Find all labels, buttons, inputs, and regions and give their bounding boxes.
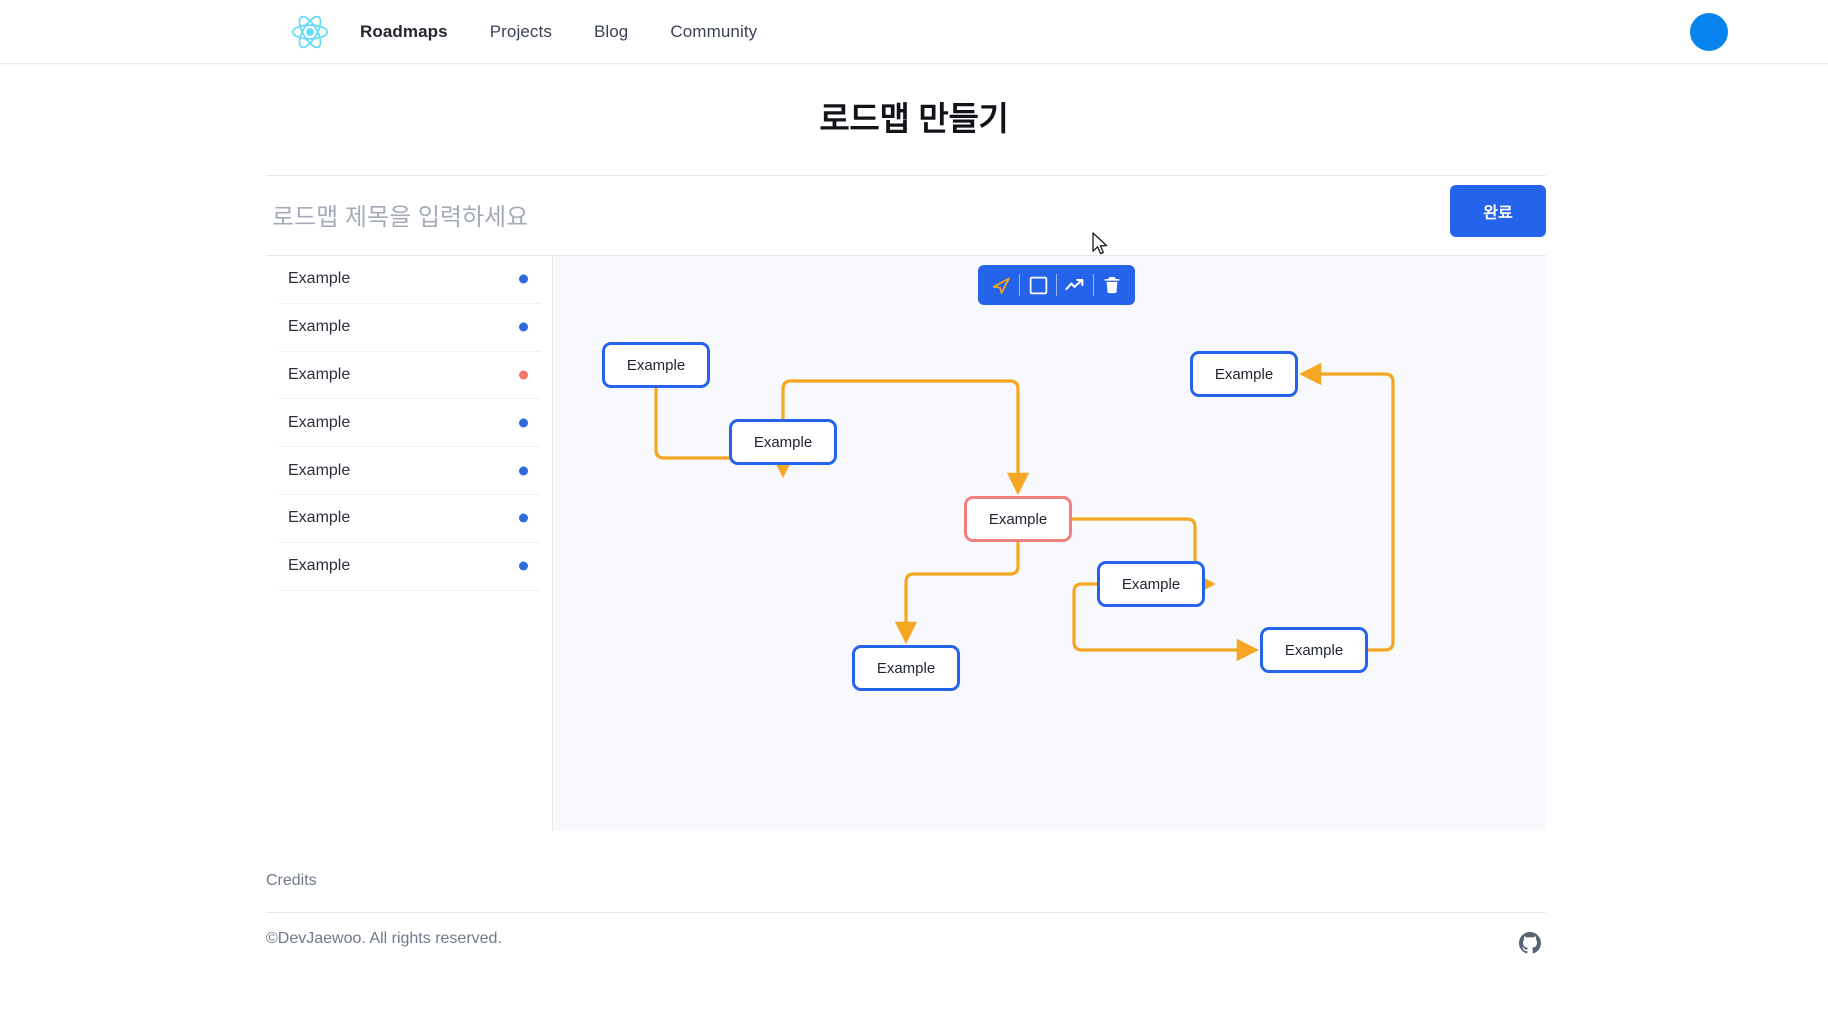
roadmap-node[interactable]: Example — [964, 496, 1072, 542]
list-item-label: Example — [288, 413, 351, 431]
list-item[interactable]: Example — [278, 495, 540, 543]
toolbar-separator — [1056, 274, 1057, 296]
list-item[interactable]: Example — [278, 256, 540, 304]
nav-item-roadmaps[interactable]: Roadmaps — [360, 22, 448, 41]
roadmap-node[interactable]: Example — [1260, 627, 1368, 673]
site-header: Roadmaps Projects Blog Community — [0, 0, 1828, 64]
roadmap-title-row: 완료 — [266, 185, 1546, 251]
done-button[interactable]: 완료 — [1450, 185, 1546, 237]
cursor-navigate-icon[interactable] — [986, 271, 1016, 299]
trash-icon[interactable] — [1097, 271, 1127, 299]
trend-line-icon[interactable] — [1060, 271, 1090, 299]
roadmap-title-input[interactable] — [272, 195, 1372, 241]
edge-n2-n3 — [781, 379, 1030, 496]
github-icon[interactable] — [1519, 932, 1541, 959]
roadmap-editor: Example Example Example Example Example … — [266, 255, 1546, 831]
status-dot — [519, 561, 528, 571]
credits-label[interactable]: Credits — [266, 872, 317, 889]
node-label: Example — [1121, 575, 1181, 593]
list-item-label: Example — [288, 557, 351, 575]
nav-item-projects[interactable]: Projects — [489, 22, 552, 41]
toolbar-separator — [1093, 274, 1094, 296]
list-item-label: Example — [288, 318, 351, 336]
list-item-label: Example — [288, 461, 351, 479]
node-label: Example — [1284, 641, 1344, 659]
toolbar-separator — [1019, 274, 1020, 296]
list-item-label: Example — [288, 365, 351, 383]
roadmap-node[interactable]: Example — [1097, 561, 1205, 607]
list-item[interactable]: Example — [278, 352, 540, 400]
edge-n3-n7 — [894, 542, 1020, 645]
node-label: Example — [626, 356, 686, 374]
list-item-label: Example — [288, 270, 351, 288]
edge-n4-n5 — [1072, 582, 1260, 662]
status-dot — [519, 322, 528, 332]
list-item[interactable]: Example — [278, 304, 540, 352]
nav-item-blog[interactable]: Blog — [593, 22, 629, 41]
status-dot — [519, 513, 528, 523]
main-nav: Roadmaps Projects Blog Community — [360, 0, 757, 64]
roadmap-node[interactable]: Example — [1190, 351, 1298, 397]
status-dot — [519, 274, 528, 284]
roadmap-node[interactable]: Example — [852, 645, 960, 691]
edge-n5-n6 — [1298, 362, 1395, 652]
canvas-toolbar — [978, 265, 1135, 305]
page-title: 로드맵 만들기 — [819, 100, 1009, 137]
node-label: Example — [876, 659, 936, 677]
status-dot — [519, 370, 528, 380]
node-label: Example — [753, 433, 813, 451]
list-item-label: Example — [288, 509, 351, 527]
node-list-sidebar: Example Example Example Example Example … — [266, 256, 553, 831]
roadmap-canvas[interactable]: Example Example Example Example Example … — [554, 256, 1546, 831]
list-item[interactable]: Example — [278, 399, 540, 448]
react-logo-icon[interactable] — [288, 10, 332, 54]
node-label: Example — [988, 510, 1048, 528]
avatar[interactable] — [1690, 12, 1728, 51]
footer-divider — [266, 912, 1546, 913]
title-divider — [266, 175, 1546, 176]
roadmap-node[interactable]: Example — [602, 342, 710, 388]
list-item[interactable]: Example — [278, 447, 540, 495]
list-item[interactable]: Example — [278, 543, 540, 591]
copyright-text: ©DevJaewoo. All rights reserved. — [266, 930, 502, 947]
nav-item-community[interactable]: Community — [670, 22, 758, 41]
node-label: Example — [1214, 365, 1274, 383]
status-dot — [519, 466, 528, 476]
add-box-icon[interactable] — [1023, 271, 1053, 299]
status-dot — [519, 418, 528, 428]
roadmap-node[interactable]: Example — [729, 419, 837, 465]
